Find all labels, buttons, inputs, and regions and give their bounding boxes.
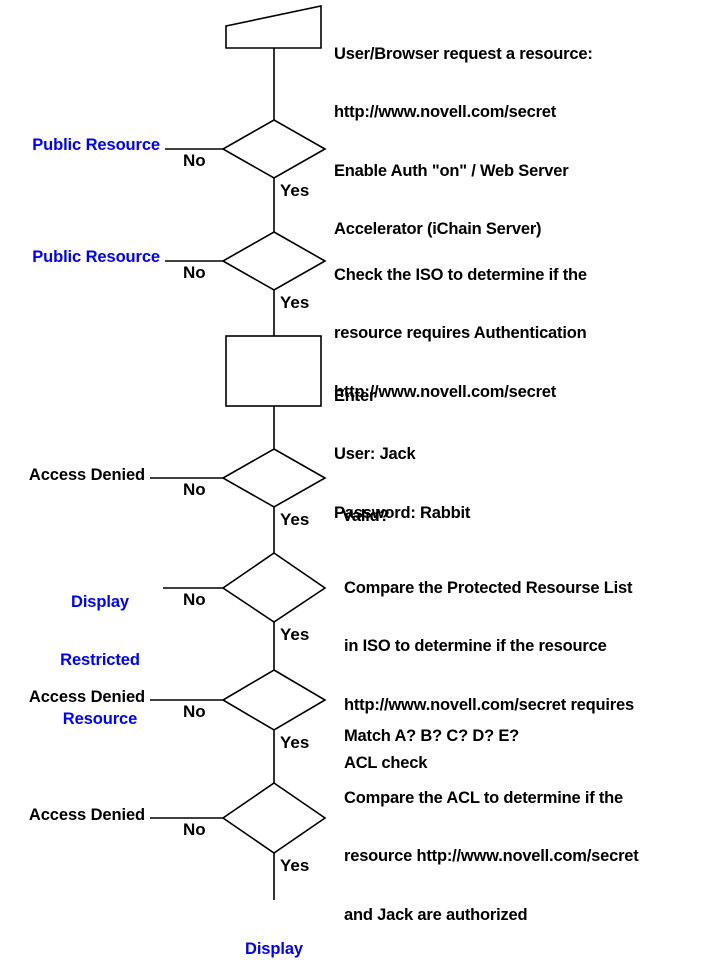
description-check-iso-line-2: resource requires Authentication [334, 324, 587, 343]
outcome-display-secure-line-1: Display [245, 939, 303, 958]
description-check-iso: Check the ISO to determine if the resour… [334, 227, 709, 441]
description-enable-auth-line-2: Accelerator (iChain Server) [334, 220, 542, 239]
edge-label-yes-match: Yes [280, 733, 310, 752]
description-prl-line-4: ACL check [344, 754, 428, 773]
shape-decision-check-iso [221, 231, 327, 291]
edge-label-yes-protected-resource-list: Yes [280, 625, 310, 644]
shape-decision-protected-resource-list [221, 552, 327, 623]
edge-label-yes-compare-acl: Yes [280, 856, 310, 875]
outcome-public-resource-2: Public Resource [32, 248, 160, 266]
outcome-public-resource-1: Public Resource [32, 136, 160, 154]
edge-label-no-valid: No [183, 480, 206, 499]
outcome-access-denied-1: Access Denied [28, 466, 145, 484]
shape-process-enter-credentials [225, 335, 322, 407]
description-enter-line-2: User: Jack [334, 445, 416, 464]
edge-label-yes-check-iso: Yes [280, 293, 310, 312]
description-valid-line-1: Valid? [342, 506, 390, 525]
description-request: User/Browser request a resource: http://… [334, 6, 704, 162]
description-enter-line-1: Enter [334, 386, 376, 405]
description-match-line-1: Match A? B? C? D? E? [344, 726, 520, 745]
edge-label-no-enable-auth: No [183, 151, 206, 170]
shape-decision-valid [221, 448, 327, 508]
description-request-line-2: http://www.novell.com/secret [334, 103, 557, 122]
description-prl-line-2: in ISO to determine if the resource [344, 637, 607, 656]
description-request-line-1: User/Browser request a resource: [334, 44, 593, 63]
outcome-display-secure-resource: Display Secure Resource [214, 901, 334, 974]
description-compare-acl: Compare the ACL to determine if the reso… [344, 750, 715, 964]
edge-label-no-protected-resource-list: No [183, 590, 206, 609]
description-check-iso-line-3: http://www.novell.com/secret [334, 382, 557, 401]
description-protected-resource-list: Compare the Protected Resourse List in I… [344, 540, 715, 813]
outcome-display-restricted-resource: Display Restricted Resource [40, 554, 160, 768]
edge-label-no-compare-acl: No [183, 820, 206, 839]
description-enter-credentials: Enter User: Jack Password: Rabbit [334, 348, 704, 562]
edge-label-no-match: No [183, 702, 206, 721]
shape-decision-enable-auth [221, 119, 327, 179]
description-acl-line-2: resource http://www.novell.com/secret [344, 847, 639, 866]
edge-label-yes-enable-auth: Yes [280, 181, 310, 200]
description-prl-line-3: http://www.novell.com/secret requires [344, 695, 634, 714]
description-enable-auth-line-1: Enable Auth "on" / Web Server [334, 161, 569, 180]
outcome-access-denied-2: Access Denied [28, 688, 145, 706]
description-check-iso-line-1: Check the ISO to determine if the [334, 265, 587, 284]
shape-decision-match [221, 669, 327, 731]
description-acl-line-1: Compare the ACL to determine if the [344, 788, 624, 807]
description-acl-line-3: and Jack are authorized [344, 905, 528, 924]
edge-label-no-check-iso: No [183, 263, 206, 282]
shape-decision-compare-acl [221, 782, 327, 854]
description-prl-line-1: Compare the Protected Resourse List [344, 578, 633, 597]
description-enter-line-3: Password: Rabbit [334, 503, 471, 522]
shape-request-document [225, 5, 322, 49]
outcome-display-restricted-line-2: Restricted [60, 651, 140, 670]
outcome-display-restricted-line-1: Display [71, 592, 129, 611]
description-enable-auth: Enable Auth "on" / Web Server Accelerato… [334, 123, 704, 279]
description-valid: Valid? [342, 468, 642, 565]
outcome-display-restricted-line-3: Resource [62, 709, 138, 728]
description-match: Match A? B? C? D? E? [344, 688, 674, 785]
outcome-access-denied-3: Access Denied [28, 806, 145, 824]
edge-label-yes-valid: Yes [280, 510, 310, 529]
